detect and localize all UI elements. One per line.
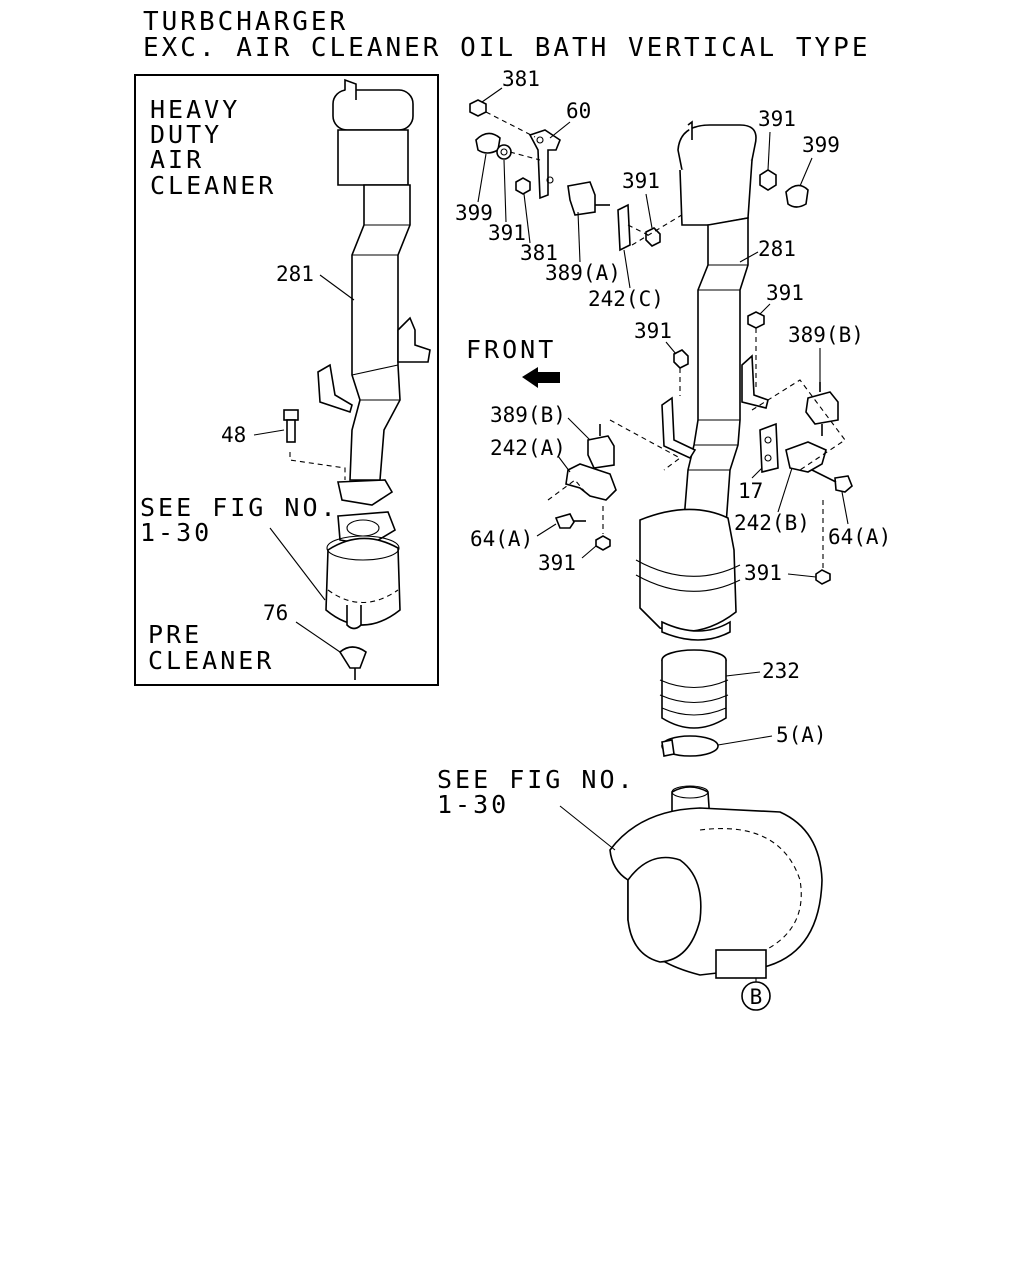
- leader-391-e: [581, 545, 597, 559]
- main-duct-housing: [635, 508, 741, 641]
- callout-17: 17: [738, 479, 763, 503]
- front-arrow-icon: [522, 367, 560, 388]
- inset-leader-76: [295, 621, 341, 653]
- inset-pre-cleaner-line-1: PRE: [148, 620, 202, 649]
- inset-callout-281: 281: [276, 262, 314, 286]
- inset-leader-see-fig: [269, 527, 326, 601]
- leader-17: [751, 467, 763, 479]
- callout-391-top-right: 391: [758, 107, 796, 131]
- title-line-2: EXC. AIR CLEANER OIL BATH VERTICAL TYPE: [143, 33, 870, 63]
- inset-see-fig-line-1: SEE FIG NO.: [140, 493, 339, 522]
- callout-242a: 242(A): [490, 436, 566, 460]
- leader-232: [725, 671, 761, 677]
- inset-callout-76: 76: [263, 601, 288, 625]
- air-cleaner-body: [609, 785, 823, 979]
- inset-see-fig-line-2: 1-30: [140, 518, 212, 547]
- inset-leader-48b: [253, 429, 285, 436]
- callout-391-a: 391: [488, 221, 526, 245]
- main-intake-duct: [661, 120, 769, 526]
- callout-281: 281: [758, 237, 796, 261]
- ref-marker-b: B: [750, 985, 763, 1009]
- leader-242c: [623, 249, 631, 289]
- leader-391-c: [759, 303, 771, 315]
- callout-232: 232: [762, 659, 800, 683]
- inset-label-line-1: HEAVY: [150, 95, 240, 124]
- main-leader-see-fig: [559, 805, 616, 851]
- leader-5a: [717, 735, 773, 746]
- inset-bolt-48: [283, 409, 299, 443]
- callout-64a-right: 64(A): [828, 525, 891, 549]
- leader-399-right: [799, 157, 813, 187]
- leader-60: [549, 121, 571, 139]
- inset-pre-cleaner-line-2: CLEANER: [148, 646, 274, 675]
- leader-64a-left: [536, 523, 557, 537]
- callout-5a: 5(A): [776, 723, 827, 747]
- inset-frame: [134, 74, 439, 686]
- inset-label-line-2: DUTY: [150, 120, 222, 149]
- leader-281: [739, 251, 759, 263]
- inset-pre-cleaner-body: [325, 511, 401, 680]
- callout-389a: 389(A): [545, 261, 621, 285]
- callout-399-right: 399: [802, 133, 840, 157]
- callout-389b-left: 389(B): [490, 403, 566, 427]
- small-parts-right: [747, 169, 853, 585]
- clamp-5a: [661, 735, 719, 757]
- callout-64a-left: 64(A): [470, 527, 533, 551]
- small-parts-left: [547, 349, 689, 551]
- main-see-fig-line-1: SEE FIG NO.: [437, 765, 636, 794]
- leader-391-d: [665, 341, 677, 355]
- inset-leader-281: [319, 274, 355, 301]
- leader-381-top: [481, 87, 503, 103]
- main-see-fig-line-2: 1-30: [437, 790, 509, 819]
- callout-381-top: 381: [502, 67, 540, 91]
- leader-389b-left: [567, 417, 591, 441]
- callout-389b-right: 389(B): [788, 323, 864, 347]
- callout-391-b: 391: [622, 169, 660, 193]
- leader-399-left: [477, 153, 487, 203]
- hose-232: [659, 649, 729, 729]
- leader-242a: [557, 455, 571, 473]
- inset-intake-duct: [317, 78, 431, 506]
- leader-391-b: [645, 193, 653, 229]
- leader-64a-right: [841, 491, 849, 525]
- inset-label-line-3: AIR: [150, 145, 204, 174]
- small-parts-upper-left: [469, 99, 691, 252]
- callout-381-b: 381: [520, 241, 558, 265]
- leader-242b: [777, 467, 793, 513]
- callout-391-e: 391: [538, 551, 576, 575]
- callout-242b: 242(B): [734, 511, 810, 535]
- leader-389a: [577, 211, 581, 263]
- inset-label-line-4: CLEANER: [150, 171, 276, 200]
- callout-391-f: 391: [744, 561, 782, 585]
- callout-242c: 242(C): [588, 287, 664, 311]
- callout-391-d: 391: [634, 319, 672, 343]
- title-line-1: TURBCHARGER: [143, 7, 348, 37]
- leader-381-b: [523, 193, 531, 244]
- leader-391-f: [787, 573, 817, 578]
- callout-399-left: 399: [455, 201, 493, 225]
- inset-callout-48: 48: [221, 423, 246, 447]
- callout-391-c: 391: [766, 281, 804, 305]
- inset-leader-48: [289, 452, 346, 480]
- callout-60: 60: [566, 99, 591, 123]
- front-label: FRONT: [466, 335, 556, 364]
- leader-391-a: [503, 159, 507, 223]
- leader-391-top-right: [767, 131, 771, 171]
